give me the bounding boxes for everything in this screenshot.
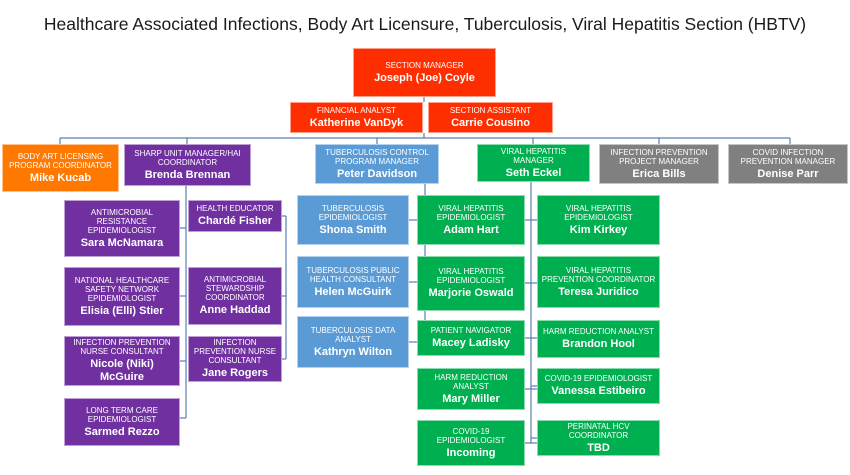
box-name: Marjorie Oswald xyxy=(428,287,514,299)
chart-title: Healthcare Associated Infections, Body A… xyxy=(43,14,807,34)
box-role: SECTION MANAGER xyxy=(385,60,464,70)
box-role: TUBERCULOSIS DATA ANALYST xyxy=(310,325,396,344)
box-name: Kim Kirkey xyxy=(569,223,628,236)
box-role: HEALTH EDUCATOR xyxy=(196,204,274,213)
box-role: FINANCIAL ANALYST xyxy=(316,105,397,115)
box-role: HARM REDUCTION ANALYST xyxy=(543,327,654,336)
box-name: Anne Haddad xyxy=(199,304,271,316)
org-box-patient-navigator: PATIENT NAVIGATOR Macey Ladisky xyxy=(417,320,525,356)
box-name: Katherine VanDyk xyxy=(309,116,404,129)
org-box-harm-reduction-1: HARM REDUCTION ANALYST Brandon Hool xyxy=(537,320,660,358)
org-box-ip-nurse-1: INFECTION PREVENTION NURSE CONSULTANT Nic… xyxy=(64,336,180,386)
org-box-covid-epi-1: COVID-19 EPIDEMIOLOGIST Vanessa Estibeiro xyxy=(537,368,660,404)
box-role: COVID-19 EPIDEMIOLOGIST xyxy=(544,374,653,383)
box-name: Sara McNamara xyxy=(80,236,164,249)
box-role: NATIONAL HEALTHCARE SAFETY NETWORK EPIDE… xyxy=(74,275,170,303)
box-name: Chardé Fisher xyxy=(198,215,272,227)
box-role: PATIENT NAVIGATOR xyxy=(430,326,512,335)
box-name: Joseph (Joe) Coyle xyxy=(374,71,475,84)
box-name: Sarmed Rezzo xyxy=(84,425,160,438)
box-role: VIRAL HEPATITIS MANAGER xyxy=(500,146,567,165)
org-box-as-coordinator: ANTIMICROBIAL STEWARDSHIP COORDINATOR Ann… xyxy=(188,267,282,325)
box-name: Helen McGuirk xyxy=(314,285,392,298)
box-role: VIRAL HEPATITIS PREVENTION COORDINATOR xyxy=(541,265,656,284)
box-role: COVID-19 EPIDEMIOLOGIST xyxy=(436,426,506,445)
box-role: LONG TERM CARE EPIDEMIOLOGIST xyxy=(86,405,158,424)
box-name: Mary Miller xyxy=(442,392,500,405)
org-box-ip-nurse-2: INFECTION PREVENTION NURSE CONSULTANT Jan… xyxy=(188,336,282,382)
box-name: Seth Eckel xyxy=(505,166,562,179)
box-role: SECTION ASSISTANT xyxy=(449,105,532,115)
org-box-nhsn-epidemiologist: NATIONAL HEALTHCARE SAFETY NETWORK EPIDE… xyxy=(64,267,180,326)
org-box-vh-epi-3: VIRAL HEPATITIS EPIDEMIOLOGIST Marjorie O… xyxy=(417,256,525,311)
box-role: BODY ART LICENSING PROGRAM COORDINATOR xyxy=(9,151,112,170)
box-role: COVID INFECTION PREVENTION MANAGER xyxy=(740,147,836,166)
box-role: INFECTION PREVENTION PROJECT MANAGER xyxy=(610,147,708,166)
box-name: TBD xyxy=(587,441,610,454)
box-name: Shona Smith xyxy=(319,223,387,236)
box-role: TUBERCULOSIS CONTROL PROGRAM MANAGER xyxy=(325,147,429,166)
box-name: Nicole (Niki) McGuire xyxy=(90,358,154,383)
box-name: Vanessa Estibeiro xyxy=(551,385,646,397)
box-name: Carrie Cousino xyxy=(451,116,530,129)
box-role: VIRAL HEPATITIS EPIDEMIOLOGIST xyxy=(436,203,506,222)
box-name: Brenda Brennan xyxy=(144,168,231,181)
box-role: VIRAL HEPATITIS EPIDEMIOLOGIST xyxy=(436,267,506,285)
box-role: TUBERCULOSIS PUBLIC HEALTH CONSULTANT xyxy=(306,265,400,284)
box-role: TUBERCULOSIS EPIDEMIOLOGIST xyxy=(318,203,388,222)
box-name: Peter Davidson xyxy=(336,167,418,180)
box-role: INFECTION PREVENTION NURSE CONSULTANT xyxy=(73,338,171,356)
box-name: Elisia (Elli) Stier xyxy=(80,304,164,317)
box-role: ANTIMICROBIAL STEWARDSHIP COORDINATOR xyxy=(203,275,267,302)
box-name: Erica Bills xyxy=(632,167,686,180)
box-name: Teresa Juridico xyxy=(558,285,639,298)
box-role: HARM REDUCTION ANALYST xyxy=(434,372,508,391)
org-box-health-educator: HEALTH EDUCATOR Chardé Fisher xyxy=(188,200,282,232)
box-name: Adam Hart xyxy=(443,223,499,236)
box-name: Denise Parr xyxy=(757,167,819,180)
box-name: Brandon Hool xyxy=(562,338,635,350)
box-name: Incoming xyxy=(446,446,496,459)
box-role: SHARP UNIT MANAGER/HAI COORDINATOR xyxy=(134,148,241,167)
box-name: Kathryn Wilton xyxy=(313,345,393,358)
box-role: INFECTION PREVENTION NURSE CONSULTANT xyxy=(193,338,277,365)
box-role: PERINATAL HCV COORDINATOR xyxy=(567,421,630,440)
box-name: Jane Rogers xyxy=(201,367,269,379)
box-name: Mike Kucab xyxy=(29,171,92,184)
box-role: ANTIMICROBIAL RESISTANCE EPIDEMIOLOGIST xyxy=(87,207,157,235)
box-name: Macey Ladisky xyxy=(432,337,510,349)
box-role: VIRAL HEPATITIS EPIDEMIOLOGIST xyxy=(564,203,633,222)
